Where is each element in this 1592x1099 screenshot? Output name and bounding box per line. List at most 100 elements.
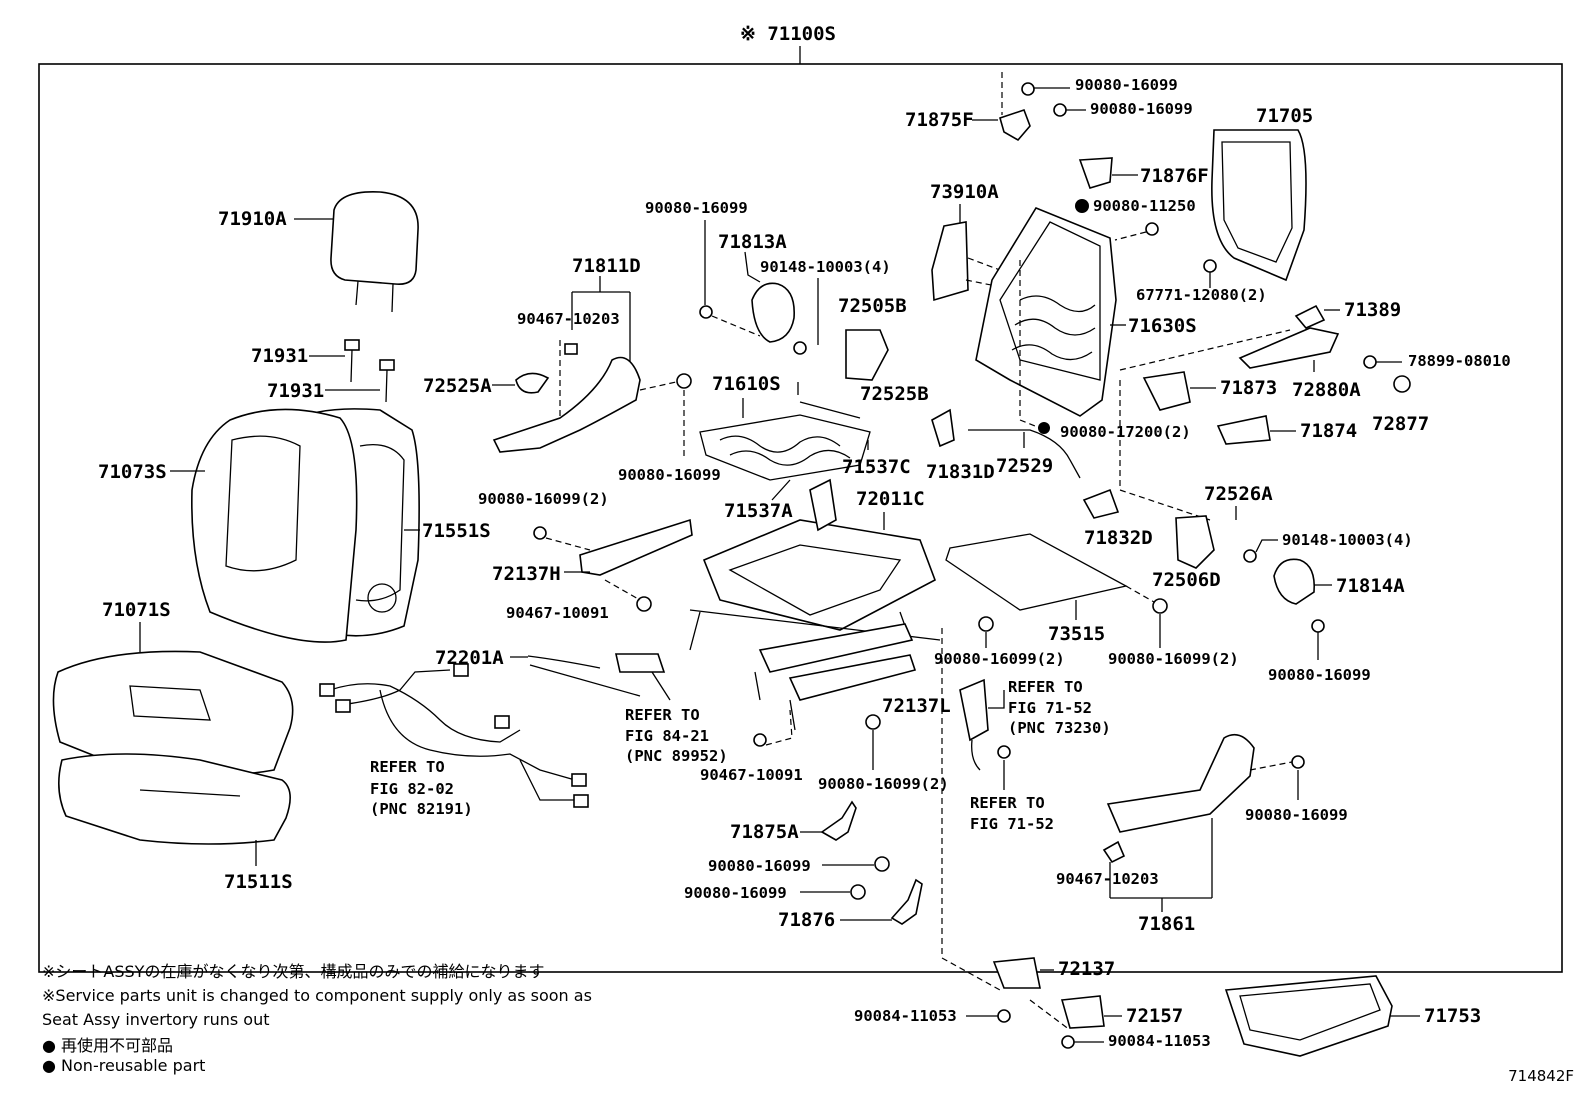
bracket-71875A-part (820, 800, 857, 841)
seatback-cover-part (191, 408, 420, 643)
label-71705: 71705 (1256, 105, 1313, 127)
label-90467-10203-upper: 90467-10203 (517, 310, 620, 328)
headrest-guide-part (344, 339, 395, 403)
seat-spring-part (699, 401, 871, 481)
svg-text:REFER TO: REFER TO (625, 706, 700, 724)
non-reusable-nut-icon (1075, 199, 1089, 213)
seatback-frame-part (975, 207, 1117, 417)
label-71873: 71873 (1220, 377, 1277, 399)
label-72157: 72157 (1126, 1005, 1183, 1027)
label-71832D: 71832D (1084, 527, 1153, 549)
label-90080-16099-top2: 90080-16099 (1090, 100, 1193, 118)
label-71875F: 71875F (905, 109, 974, 131)
label-71931-upper: 71931 (251, 345, 308, 367)
label-71811D: 71811D (572, 255, 641, 277)
label-71861: 71861 (1138, 913, 1195, 935)
cover-72157-part (1060, 995, 1105, 1029)
label-90080-16099-top1: 90080-16099 (1075, 76, 1178, 94)
seat-frame-part (689, 478, 941, 651)
label-90084-11053-left: 90084-11053 (854, 1007, 957, 1025)
hinge-part (845, 329, 889, 381)
svg-text:REFER TO: REFER TO (970, 794, 1045, 812)
bracket-71876-part (890, 878, 923, 925)
label-90080-16099-2-pan-right: 90080-16099(2) (1108, 650, 1239, 668)
svg-text:(PNC 89952): (PNC 89952) (625, 747, 728, 765)
label-71875A: 71875A (730, 821, 799, 843)
bolt-icon (699, 305, 713, 319)
cable-72529-part (968, 429, 1081, 479)
wire-harness-part (319, 653, 666, 808)
refer-note-71-52: REFER TO FIG 71-52 (970, 794, 1054, 833)
label-90080-16099-2-center: 90080-16099(2) (818, 775, 949, 793)
svg-text:FIG 71-52: FIG 71-52 (1008, 699, 1092, 717)
label-90148-10003-lower: 90148-10003(4) (1282, 531, 1413, 549)
svg-text:(PNC 73230): (PNC 73230) (1008, 719, 1111, 737)
recliner-cover-72880A-part (1238, 327, 1340, 369)
label-72137L: 72137L (882, 695, 951, 717)
label-72505B: 72505B (838, 295, 907, 317)
note-english-supply-line1: ※Service parts unit is changed to compon… (42, 986, 592, 1005)
label-90148-10003-upper: 90148-10003(4) (760, 258, 891, 276)
note-japanese-supply: ※シートASSYの在庫がなくなり次第、構成品のみでの補給になります (42, 962, 545, 981)
refer-note-84-21: REFER TO FIG 84-21 (PNC 89952) (625, 706, 728, 765)
bracket-71874-part (1216, 415, 1271, 445)
seat-rail-part (754, 623, 917, 731)
label-90467-10203-lower: 90467-10203 (1056, 870, 1159, 888)
label-71814A: 71814A (1336, 575, 1405, 597)
label-72201A: 72201A (435, 647, 504, 669)
cushion-cover-part (52, 650, 294, 845)
label-90080-16099-low1: 90080-16099 (708, 857, 811, 875)
label-72526A: 72526A (1204, 483, 1273, 505)
label-71630S: 71630S (1128, 315, 1197, 337)
label-72525B: 72525B (860, 383, 929, 405)
label-72137H: 72137H (492, 563, 561, 585)
label-71813A: 71813A (718, 231, 787, 253)
label-90080-16099-2-pan-left: 90080-16099(2) (934, 650, 1065, 668)
label-90080-16099-right-low: 90080-16099 (1245, 806, 1348, 824)
assembly-title: ※ 71100S (740, 23, 836, 45)
label-71610S: 71610S (712, 373, 781, 395)
label-90080-16099-right-mid: 90080-16099 (1268, 666, 1371, 684)
label-73910A: 73910A (930, 181, 999, 203)
svg-text:FIG 84-21: FIG 84-21 (625, 727, 709, 745)
label-90080-16099-2-left: 90080-16099(2) (478, 490, 609, 508)
airbag-part (931, 221, 969, 302)
label-78899-08010: 78899-08010 (1408, 352, 1511, 370)
svg-text:FIG 82-02: FIG 82-02 (370, 780, 454, 798)
recliner-cover-part (492, 343, 641, 453)
label-71876: 71876 (778, 909, 835, 931)
label-71910A: 71910A (218, 208, 287, 230)
label-71931-lower: 71931 (267, 380, 324, 402)
note-english-supply-line2: Seat Assy invertory runs out (42, 1010, 270, 1029)
seat-belt-buckle-part (959, 678, 989, 742)
recliner-cover-71814A-part (1273, 558, 1316, 605)
trim-71389-part (1294, 304, 1326, 329)
figure-id: 714842F (1508, 1067, 1574, 1085)
label-72880A: 72880A (1292, 379, 1361, 401)
recliner-cover-inner-part (751, 282, 795, 343)
bracket-71832D-part (1082, 488, 1120, 519)
label-90080-16099-top-left: 90080-16099 (645, 199, 748, 217)
svg-text:(PNC 82191): (PNC 82191) (370, 800, 473, 818)
label-73515: 73515 (1048, 623, 1105, 645)
bolt-icon (533, 526, 547, 540)
label-90080-17200: 90080-17200(2) (1060, 423, 1191, 441)
label-90080-11250: 90080-11250 (1093, 197, 1196, 215)
svg-text:FIG 71-52: FIG 71-52 (970, 815, 1054, 833)
bracket-71831D-part (931, 408, 955, 448)
bracket-71873-part (1142, 371, 1191, 411)
label-67771-12080: 67771-12080(2) (1136, 286, 1267, 304)
label-72877: 72877 (1372, 413, 1429, 435)
label-72137: 72137 (1058, 958, 1115, 980)
bracket-71876F-part (1078, 157, 1113, 189)
label-72529: 72529 (996, 455, 1053, 477)
bolt-icon (676, 373, 692, 389)
label-71831D: 71831D (926, 461, 995, 483)
hinge-72506D-part (1175, 515, 1215, 569)
label-71537C: 71537C (842, 456, 911, 478)
label-71876F: 71876F (1140, 165, 1209, 187)
headrest-part (330, 191, 419, 313)
tray-71753-part (1224, 975, 1393, 1057)
label-72525A: 72525A (423, 375, 492, 397)
